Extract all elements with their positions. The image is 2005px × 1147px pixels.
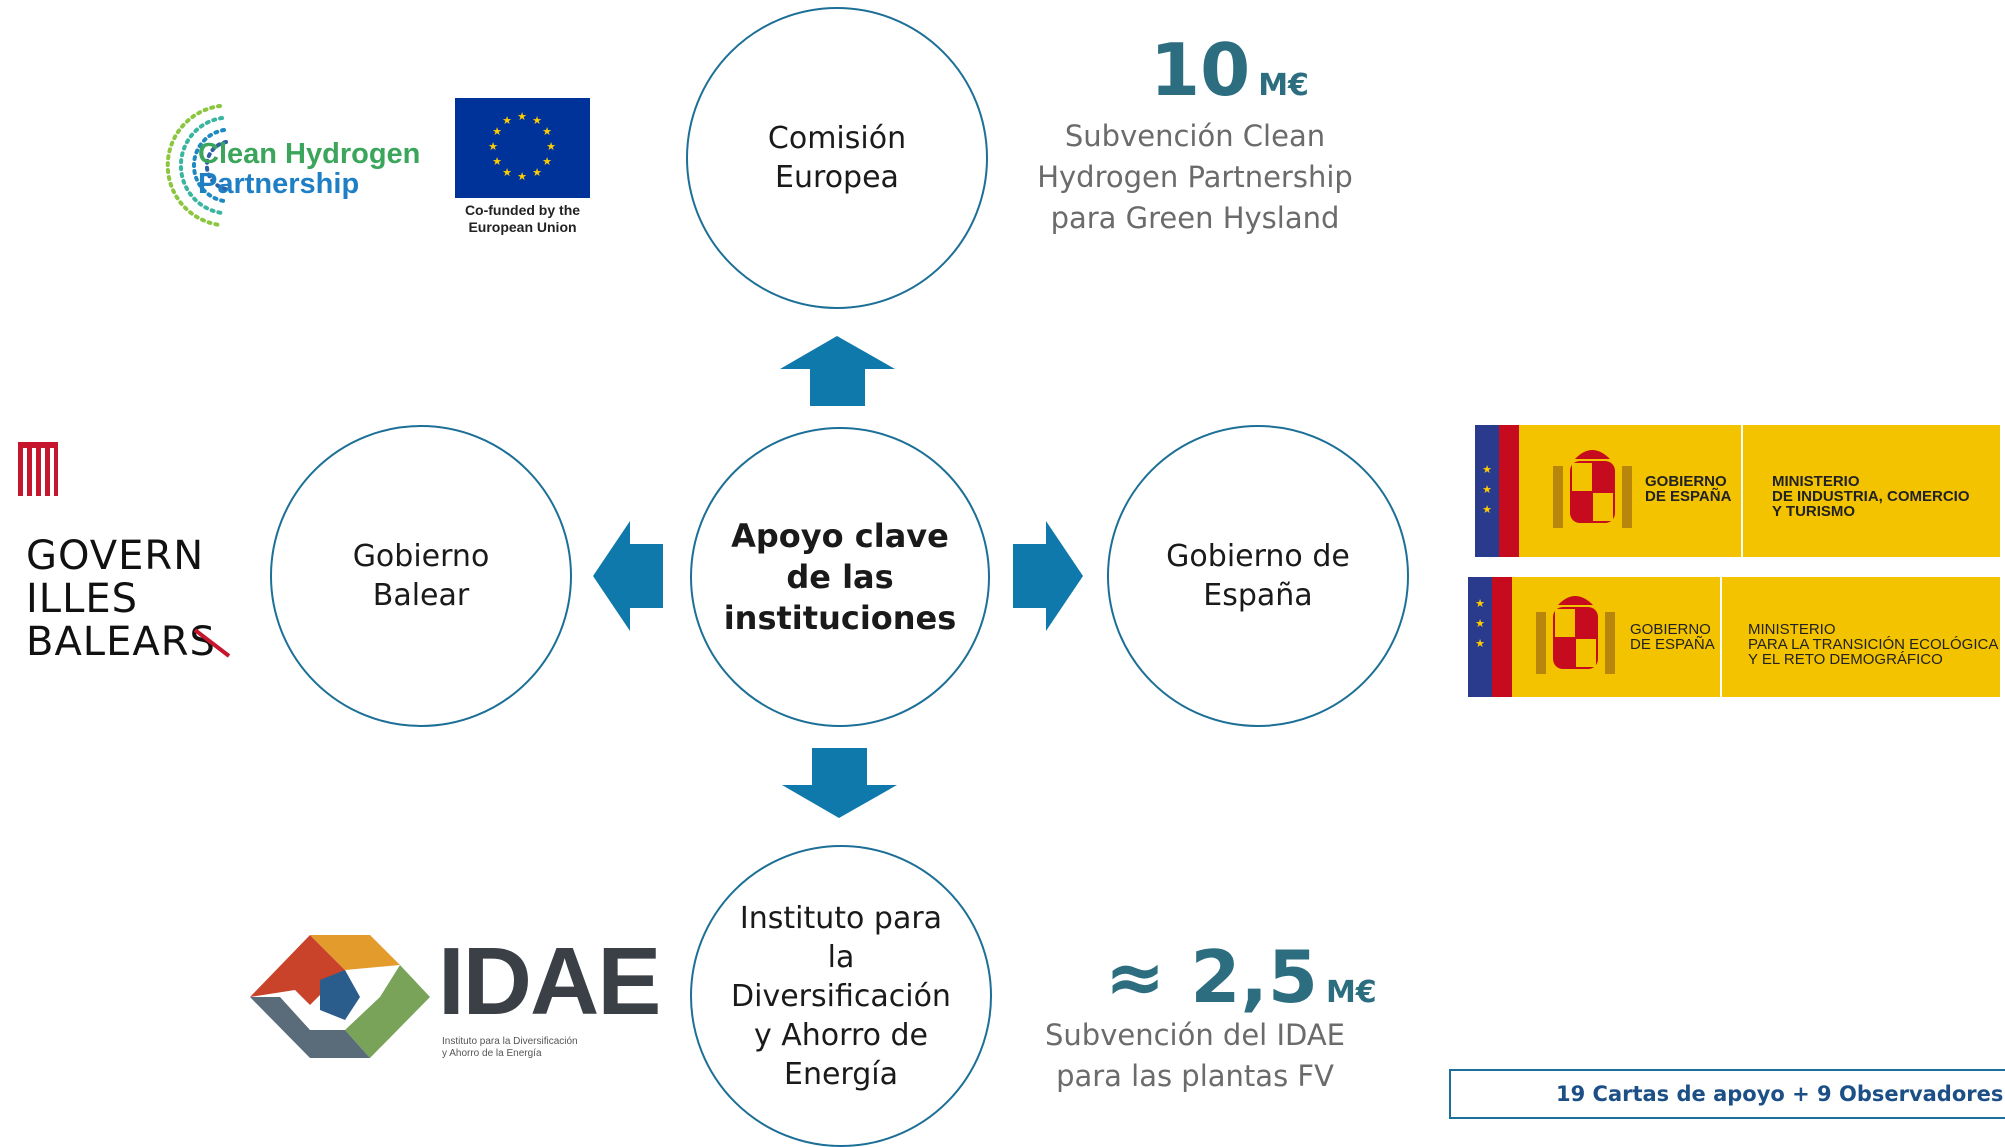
center-node: Apoyo clave de las instituciones	[690, 427, 990, 727]
node-label: Comisión Europea	[767, 121, 907, 195]
idae-logo: IDAE Instituto para la Diversificación y…	[250, 930, 661, 1065]
node-label: Gobierno de España	[1166, 539, 1350, 613]
node-gobierno-balear: Gobierno Balear	[270, 425, 572, 727]
svg-text:★: ★	[546, 140, 556, 153]
svg-text:★: ★	[532, 166, 542, 179]
amount-value: ≈ 2,5	[1105, 935, 1318, 1019]
arrow-down-icon	[782, 748, 897, 818]
eu-caption-line2: European Union	[468, 219, 577, 235]
svg-text:★: ★	[517, 110, 527, 123]
govern-illes-balears-logo: GOVERN ILLES BALEARS	[18, 442, 233, 665]
banner-divider	[1741, 425, 1743, 557]
govern-line1: GOVERN	[26, 533, 205, 579]
node-comision-europea: Comisión Europea	[686, 7, 988, 309]
spain-coat-of-arms-icon	[1553, 450, 1632, 528]
amount-unit: M€	[1258, 68, 1309, 103]
eu-flag-icon: ★★★ ★★★ ★★★ ★★★	[455, 98, 590, 198]
slash-accent-icon	[193, 628, 231, 658]
svg-text:★: ★	[1475, 597, 1485, 610]
svg-text:★: ★	[1482, 483, 1492, 496]
svg-text:★: ★	[488, 140, 498, 153]
balearic-emblem-icon	[18, 442, 58, 496]
svg-text:★: ★	[532, 114, 542, 127]
clean-hydrogen-logo: Clean Hydrogen Partnership	[140, 98, 420, 233]
arrow-left-icon	[593, 521, 663, 631]
dotted-arc-icon	[165, 104, 228, 227]
node-gobierno-espana: Gobierno de España	[1107, 425, 1409, 727]
clean-hydrogen-line1: Clean Hydrogen	[198, 138, 421, 170]
ministerio-label: MINISTERIO DE INDUSTRIA, COMERCIO Y TURI…	[1772, 473, 1970, 520]
svg-text:★: ★	[1475, 617, 1485, 630]
node-idae: Instituto para la Diversificación y Ahor…	[690, 845, 992, 1147]
support-letters-text: 19 Cartas de apoyo + 9 Observadores	[1556, 1082, 2004, 1106]
amount-unit: M€	[1325, 975, 1377, 1010]
svg-text:★: ★	[492, 155, 502, 168]
eu-stripe-icon: ★ ★ ★	[1468, 577, 1512, 697]
govern-line2: ILLES	[26, 576, 139, 622]
banner-divider	[1720, 577, 1722, 697]
node-label: Gobierno Balear	[352, 539, 490, 613]
idae-knot-icon	[250, 935, 430, 1058]
eu-stripe-icon: ★ ★ ★	[1475, 425, 1519, 557]
svg-text:★: ★	[502, 114, 512, 127]
gobierno-label: GOBIERNO DE ESPAÑA	[1630, 621, 1715, 653]
svg-text:★: ★	[502, 166, 512, 179]
amount-value: 10	[1150, 28, 1251, 112]
spain-industry-logo: ★ ★ ★ GOBIERNO DE ESPAÑA MINISTERIO DE IND…	[1475, 425, 2000, 557]
idae-description: Subvención del IDAE para las plantas FV	[1045, 1018, 1345, 1093]
gobierno-label: GOBIERNO DE ESPAÑA	[1645, 473, 1732, 505]
svg-text:★: ★	[1475, 637, 1485, 650]
govern-line3: BALEARS	[26, 619, 216, 665]
eu-cofunded-logo: ★★★ ★★★ ★★★ ★★★ Co-funded by the Europea…	[455, 98, 590, 243]
svg-text:★: ★	[542, 125, 552, 138]
support-letters-box: 19 Cartas de apoyo + 9 Observadores	[1449, 1069, 2005, 1119]
eu-caption-line1: Co-funded by the	[464, 202, 581, 218]
center-label: Apoyo clave de las instituciones	[723, 516, 957, 637]
idae-tagline-line1: Instituto para la Diversificación	[442, 1036, 578, 1047]
idae-tagline-line2: y Ahorro de la Energía	[442, 1048, 542, 1059]
eu-description: Subvención Clean Hydrogen Partnership pa…	[1037, 119, 1353, 235]
svg-text:★: ★	[542, 155, 552, 168]
clean-hydrogen-line2: Partnership	[198, 168, 360, 200]
svg-text:★: ★	[492, 125, 502, 138]
spain-coat-of-arms-icon	[1536, 596, 1615, 674]
node-label: Instituto para la Diversificación y Ahor…	[731, 900, 951, 1092]
arrow-up-icon	[780, 336, 895, 406]
svg-text:★: ★	[1482, 463, 1492, 476]
svg-text:★: ★	[517, 170, 527, 183]
ministerio-label: MINISTERIO PARA LA TRANSICIÓN ECOLÓGICA …	[1748, 621, 1999, 668]
spain-transition-logo: ★ ★ ★ GOBIERNO DE ESPAÑA MINISTERIO PARA L…	[1468, 577, 2000, 697]
arrow-right-icon	[1013, 521, 1083, 631]
idae-name: IDAE	[438, 928, 661, 1035]
svg-text:★: ★	[1482, 503, 1492, 516]
